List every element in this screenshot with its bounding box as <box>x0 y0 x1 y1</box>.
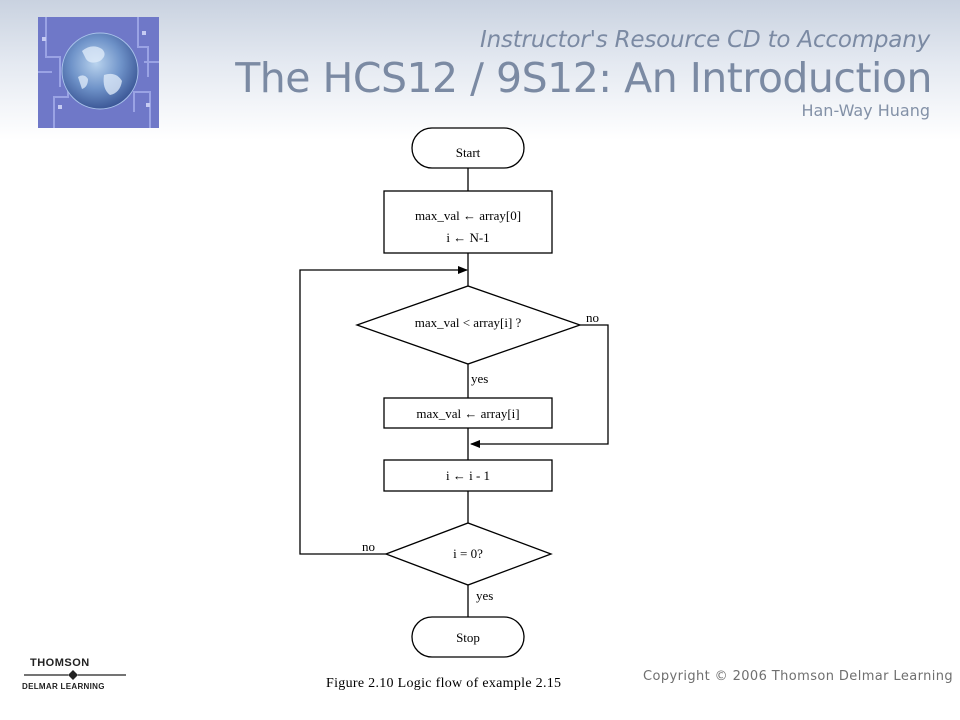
start-label: Start <box>456 145 481 160</box>
stop-terminal <box>411 616 525 658</box>
decision2-yes-label: yes <box>476 588 493 603</box>
publisher-name: THOMSON <box>30 657 90 669</box>
header-banner <box>0 0 960 140</box>
page-title: The HCS12 / 9S12: An Introduction <box>235 54 932 102</box>
decision2-no-label: no <box>362 539 375 554</box>
decision2-label: i = 0? <box>453 546 483 561</box>
init-line2: i ← N-1 <box>446 230 489 245</box>
decision-zero-check <box>384 522 553 586</box>
decrement-label: i ← i - 1 <box>446 468 490 483</box>
decision1-yes-label: yes <box>471 371 488 386</box>
init-line1: max_val ← array[0] <box>415 208 521 223</box>
publisher-logo <box>22 656 132 696</box>
author-name: Han-Way Huang <box>801 101 930 120</box>
header-subtitle: Instructor's Resource CD to Accompany <box>480 27 930 53</box>
decrement-box <box>383 459 553 492</box>
update-max-label: max_val ← array[i] <box>416 406 519 421</box>
loop-back-arrow <box>299 266 468 555</box>
decision1-label: max_val < array[i] ? <box>415 315 522 330</box>
start-terminal <box>411 127 525 169</box>
star-icon <box>68 670 78 680</box>
init-process-box <box>383 190 553 254</box>
publisher-imprint: DELMAR LEARNING <box>22 682 105 691</box>
copyright-notice: Copyright © 2006 Thomson Delmar Learning <box>643 669 954 684</box>
figure-caption: Figure 2.10 Logic flow of example 2.15 <box>326 676 562 691</box>
no-branch-arrow-1 <box>470 324 609 448</box>
globe-circuit-icon <box>38 17 159 128</box>
stop-label: Stop <box>456 630 480 645</box>
decision-compare <box>355 285 582 365</box>
decision1-no-label: no <box>586 310 599 325</box>
update-max-box <box>383 397 553 429</box>
